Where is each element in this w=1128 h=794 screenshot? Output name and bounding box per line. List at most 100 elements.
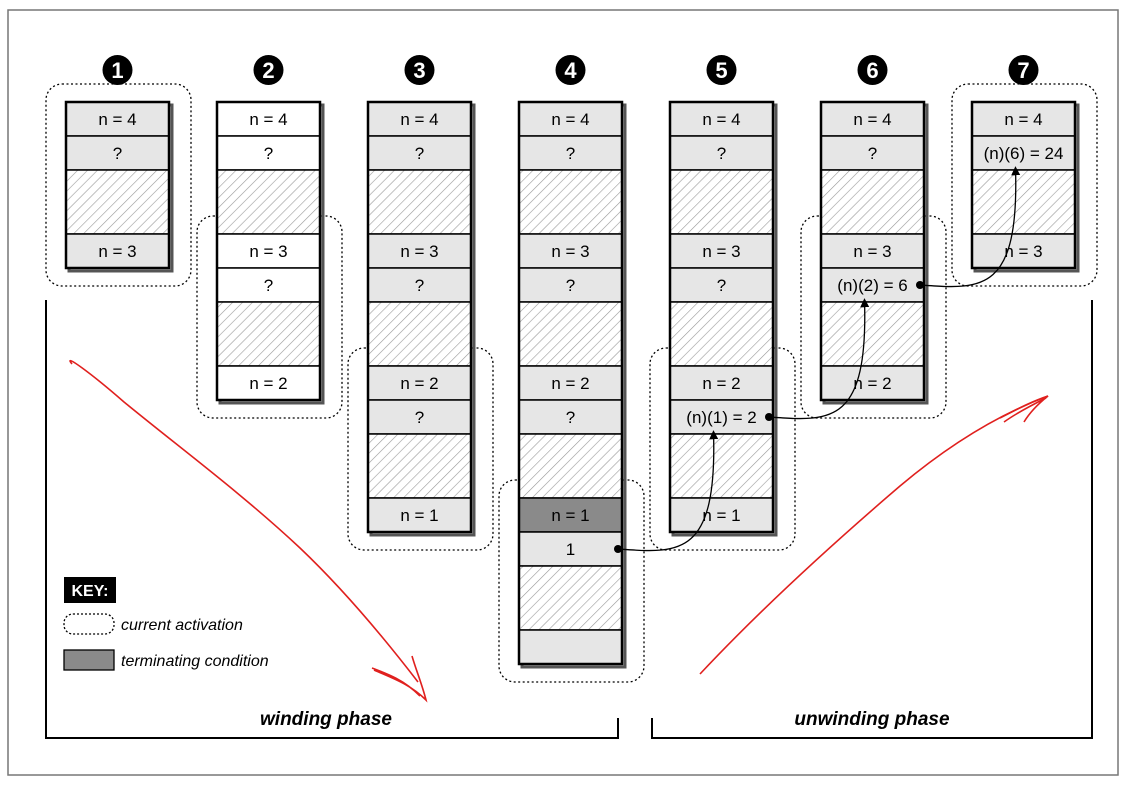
stack-cell-text: n = 4 [98, 110, 136, 129]
step-number-badge [102, 55, 133, 85]
stack-cell [367, 101, 472, 137]
key-legend: KEY: current activation terminating cond… [63, 577, 269, 671]
stack-cell [971, 101, 1076, 137]
hatched-cell [971, 169, 1076, 235]
stack-cell [518, 629, 623, 665]
stack-cell [820, 365, 925, 401]
stack-7: 7n = 4(n)(6) = 24n = 3 [970, 55, 1080, 273]
hatched-cell [518, 169, 623, 235]
red-winding-arrow-annotation [69, 359, 419, 683]
return-value-arrow [919, 166, 1021, 288]
unwinding-phase-label: unwinding phase [794, 709, 950, 730]
stack-cell-text: n = 3 [98, 242, 136, 261]
return-value-arrow [617, 430, 719, 552]
hatched-cell [669, 169, 774, 235]
step-number: 7 [1017, 58, 1029, 83]
stack-cell-text: ? [113, 144, 122, 163]
stack-cell-text: (n)(2) = 6 [837, 276, 907, 295]
step-number: 3 [413, 58, 425, 83]
stack-cell-text: ? [264, 276, 273, 295]
stack-cell-text: n = 3 [853, 242, 891, 261]
stack-cell-text: ? [415, 276, 424, 295]
stack-cell-text: n = 4 [853, 110, 891, 129]
figure-frame [7, 9, 1119, 776]
stack-cell-text: 1 [566, 540, 575, 559]
stack-cell-text: n = 1 [702, 506, 740, 525]
hatched-cell [669, 301, 774, 367]
stack-cell-text: n = 3 [249, 242, 287, 261]
hatched-cell [65, 169, 170, 235]
red-winding-arrowhead-annotation [371, 655, 428, 703]
hatched-cell [216, 169, 321, 235]
stack-cell-text: n = 1 [400, 506, 438, 525]
stack-cell-text: n = 1 [551, 506, 589, 525]
step-number-badge [555, 55, 586, 85]
hatched-cell [367, 301, 472, 367]
key-terminating-condition-swatch [63, 649, 115, 671]
stack-cell [518, 233, 623, 269]
stack-cell [518, 267, 623, 303]
stack-cell-text: ? [566, 408, 575, 427]
stack-3: 3 n = 4? n = 3? n = 2? n = 1 [366, 55, 476, 537]
step-number: 4 [564, 58, 577, 83]
winding-phase-bracket [45, 300, 619, 739]
stack-cell-text: ? [264, 144, 273, 163]
stack-cell-text: ? [717, 276, 726, 295]
hatched-cell [367, 433, 472, 499]
stack-cell-text: n = 2 [702, 374, 740, 393]
stack-cell-text: n = 4 [1004, 110, 1042, 129]
key-current-activation-label: current activation [121, 617, 243, 634]
key-terminating-condition-label: terminating condition [121, 653, 269, 670]
step-number: 1 [111, 58, 123, 83]
hatched-cell [820, 169, 925, 235]
stack-4: 4n = 4?n = 3?n = 2?n = 11 [517, 55, 627, 669]
stack-cell [518, 101, 623, 137]
stack-cell [367, 233, 472, 269]
stack-cell-text: n = 4 [551, 110, 589, 129]
hatched-cell [367, 169, 472, 235]
stack-outline [819, 100, 926, 402]
stack-outline [215, 100, 322, 402]
stack-cell-text: ? [415, 144, 424, 163]
stack-cell-text: ? [415, 408, 424, 427]
step-number: 5 [715, 58, 727, 83]
stack-cell-text: ? [566, 276, 575, 295]
key-title: KEY: [71, 583, 108, 600]
return-value-arrow [768, 298, 870, 420]
stack-cell-text: n = 4 [249, 110, 287, 129]
hatched-cell [669, 433, 774, 499]
stack-cell [65, 101, 170, 137]
stack-cell-text: n = 4 [702, 110, 740, 129]
stacks: 1 n = 4? n = 3 2 n = 4? n = 3? n = 2 3 n = 4? n =… [64, 55, 1080, 669]
hatched-cell [216, 301, 321, 367]
stack-cell-text: n = 3 [400, 242, 438, 261]
stack-5: 5n = 4?n = 3?n = 2(n)(1) = 2n = 1 [668, 55, 778, 537]
stack-cell-text: n = 4 [400, 110, 438, 129]
stack-outline [366, 100, 473, 534]
stack-cell-text: n = 2 [249, 374, 287, 393]
stack-cell-text: ? [868, 144, 877, 163]
return-arrows [614, 166, 1021, 553]
stack-cell-text: n = 2 [551, 374, 589, 393]
hatched-cell [518, 565, 623, 631]
stack-cell-text: n = 3 [1004, 242, 1042, 261]
stack-2: 2 n = 4? n = 3? n = 2 [215, 55, 325, 405]
step-number-badge [1008, 55, 1039, 85]
key-current-activation-swatch [63, 613, 115, 635]
stack-6: 6n = 4?n = 3(n)(2) = 6n = 2 [819, 55, 929, 405]
step-number: 2 [262, 58, 274, 83]
hatched-cell [518, 301, 623, 367]
stack-cell [669, 101, 774, 137]
hatched-cell [518, 433, 623, 499]
stack-cell-text: n = 2 [400, 374, 438, 393]
stack-cell-text: (n)(1) = 2 [686, 408, 756, 427]
stack-cell-text: ? [566, 144, 575, 163]
stack-cell [669, 233, 774, 269]
stack-outline [64, 100, 171, 270]
stack-cell-text: n = 2 [853, 374, 891, 393]
red-unwinding-arrow-annotation [699, 395, 1049, 675]
step-number-badge [706, 55, 737, 85]
stack-outline [668, 100, 775, 534]
step-number-badge [253, 55, 284, 85]
